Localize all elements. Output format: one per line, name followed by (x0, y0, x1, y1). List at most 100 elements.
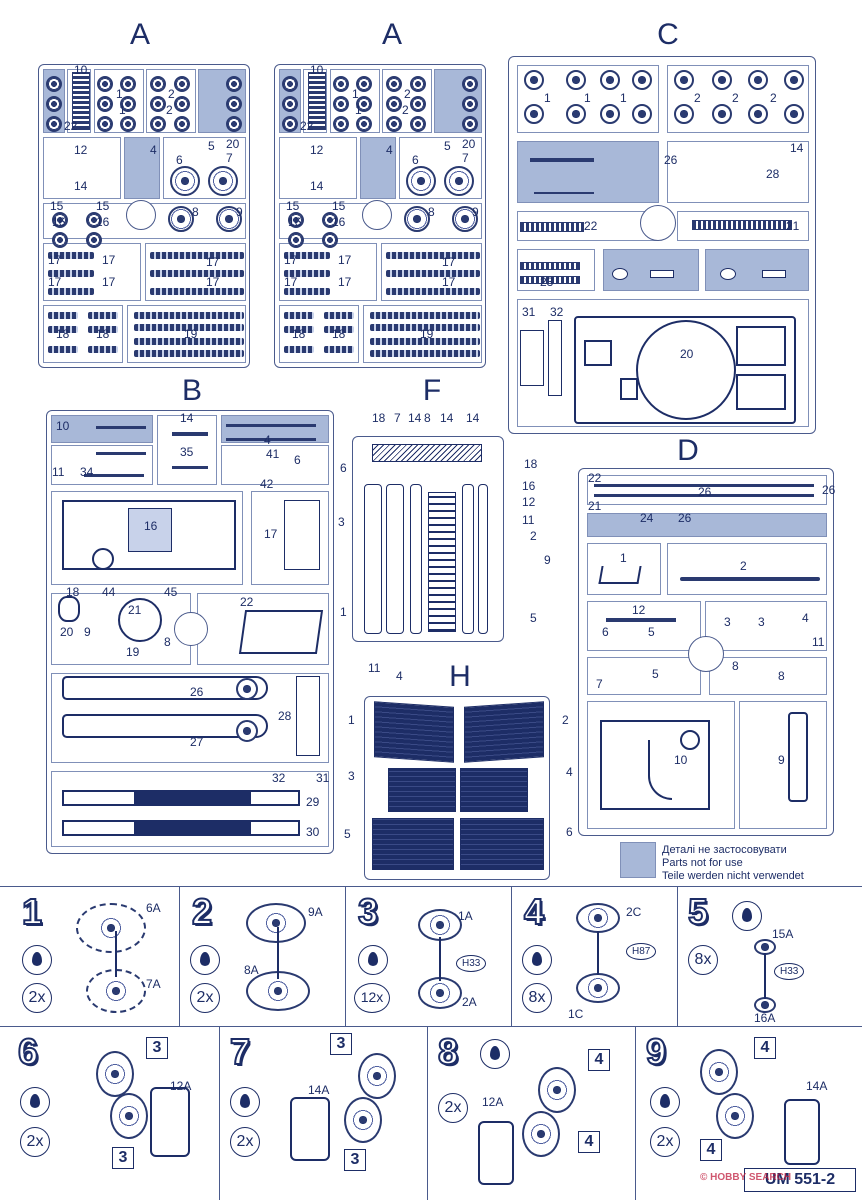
part-number: 17 (206, 255, 220, 269)
sprue-d-cell (587, 601, 701, 651)
part-number: 14 (74, 179, 88, 193)
part-label: 6A (146, 901, 161, 915)
part-number: 14 (440, 411, 454, 425)
part-number: 17 (264, 527, 278, 541)
part-number: 22 (584, 219, 598, 233)
part-number: 8 (428, 205, 435, 219)
sub-assembly-ref: 4 (588, 1049, 610, 1071)
part-number: 5 (444, 139, 451, 153)
part-number: 8 (424, 411, 431, 425)
step-4: 4 8x 2C H87 1C (512, 887, 678, 1026)
sub-assembly-ref: 4 (700, 1139, 722, 1161)
sprue-b-cell (51, 673, 329, 763)
assembly-arrow (764, 953, 766, 999)
bogie-wheel-part (700, 1049, 738, 1095)
part-number: 18 (372, 411, 386, 425)
sprue-b-cell (51, 415, 153, 443)
part-number: 26 (822, 483, 836, 497)
part-number: 11 (522, 513, 535, 527)
part-label: 16A (754, 1011, 776, 1025)
paint-callout: H33 (456, 955, 487, 972)
part-number: 4 (396, 669, 403, 683)
part-number: 2 (530, 529, 537, 543)
part-label: 1C (568, 1007, 584, 1021)
part-number: 17 (284, 253, 298, 267)
part-number: 2 (770, 91, 777, 105)
sub-assembly-ref: 4 (578, 1131, 600, 1153)
part-number: 4 (264, 433, 271, 447)
step-8: 8 2x 4 12A 4 (428, 1027, 636, 1200)
step-3: 3 12x 1A H33 2A (346, 887, 512, 1026)
glue-icon (190, 945, 220, 975)
part-number: 1 (544, 91, 551, 105)
part-number: 18 (292, 327, 306, 341)
steps-row-1: 1 2x 6A 7A 2 2x 9A 8A 3 12x 1A H33 2A 4 … (0, 886, 862, 1026)
sprue-a-cell (43, 137, 121, 199)
step-number: 3 (357, 890, 379, 933)
part-label: 8A (244, 963, 259, 977)
legend-text-ua: Деталі не застосовувати (662, 844, 787, 856)
part-number: 2 (732, 91, 739, 105)
part-number: 14 (310, 179, 324, 193)
part-number: 12 (632, 603, 646, 617)
step-5: 5 8x 15A H33 16A (678, 887, 862, 1026)
part-number: 22 (588, 471, 602, 485)
part-number: 5 (208, 139, 215, 153)
bogie-wheel-part (110, 1093, 148, 1139)
step-number: 6 (17, 1030, 39, 1073)
part-label: 14A (308, 1083, 330, 1097)
part-number: 22 (64, 119, 78, 133)
glue-icon (358, 945, 388, 975)
part-number: 8 (192, 205, 199, 219)
part-number: 11 (52, 465, 65, 479)
part-number: 44 (102, 585, 116, 599)
quantity-badge: 8x (522, 983, 552, 1013)
part-number: 15 (50, 199, 64, 213)
part-number: 1 (584, 91, 591, 105)
part-number: 27 (190, 735, 204, 749)
part-number: 17 (284, 275, 298, 289)
part-number: 11 (368, 661, 381, 675)
sprue-d-cell (587, 543, 661, 595)
part-number: 1 (119, 103, 126, 117)
steps-row-2: 6 2x 3 12A 3 7 2x 3 14A 3 8 2x 4 12A 4 9… (0, 1026, 862, 1200)
part-number: 18 (96, 327, 110, 341)
part-number: 16 (96, 215, 110, 229)
road-wheel-part (418, 909, 462, 941)
quantity-badge: 8x (688, 945, 718, 975)
part-number: 7 (596, 677, 603, 691)
sub-assembly-ref: 3 (146, 1037, 168, 1059)
sprue-d-cell (709, 657, 827, 695)
part-number: 28 (278, 709, 292, 723)
part-label: 12A (170, 1079, 192, 1093)
part-number: 18 (56, 327, 70, 341)
sprue-letter-a: A (381, 18, 402, 51)
step-6: 6 2x 3 12A 3 (0, 1027, 220, 1200)
part-number: 5 (652, 667, 659, 681)
watermark: © HOBBY SEARCH (700, 1172, 792, 1183)
assembly-arrow (115, 931, 117, 977)
quantity-badge: 2x (190, 983, 220, 1013)
part-number: 3 (348, 769, 355, 783)
part-number: 6 (566, 825, 573, 839)
return-roller-part (576, 973, 620, 1003)
part-number: 29 (306, 795, 320, 809)
part-number: 31 (316, 771, 330, 785)
bogie-wheel-part (96, 1051, 134, 1097)
kit-code: UM 551-2 (744, 1168, 856, 1192)
part-number: 21 (786, 219, 800, 233)
part-number: 24 (640, 511, 654, 525)
part-number: 21 (588, 499, 602, 513)
part-number: 15 (332, 199, 346, 213)
part-number: 17 (102, 253, 116, 267)
sprue-d-cell (705, 601, 827, 651)
part-number: 32 (550, 305, 564, 319)
glue-icon (522, 945, 552, 975)
quantity-badge: 2x (20, 1127, 50, 1157)
part-number: 10 (74, 63, 88, 77)
glue-icon (230, 1087, 260, 1117)
part-number: 1 (620, 91, 627, 105)
part-number: 1 (352, 87, 359, 101)
part-number: 17 (338, 253, 352, 267)
part-number: 5 (648, 625, 655, 639)
